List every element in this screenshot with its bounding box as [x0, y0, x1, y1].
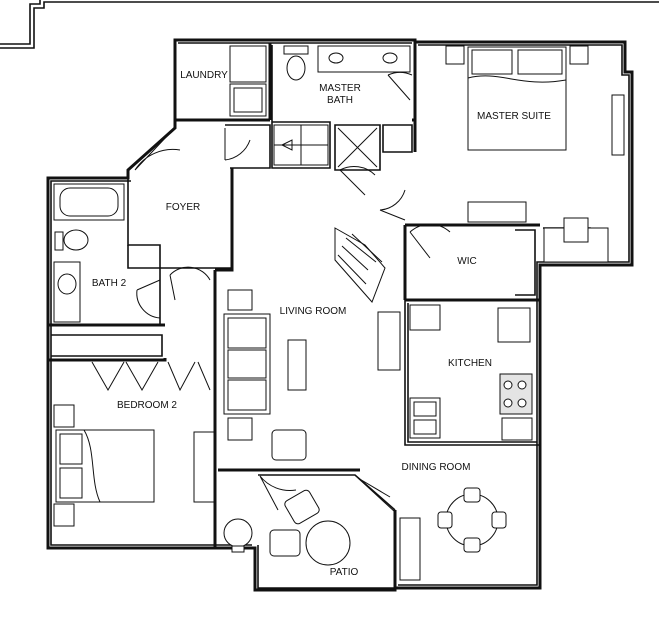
bedroom-2-fixtures — [53, 404, 215, 527]
master-suite-fixtures — [445, 45, 625, 263]
laundry-label: LAUNDRY — [180, 70, 228, 81]
laundry-fixtures — [229, 45, 267, 117]
master-bath-fixtures — [273, 45, 411, 166]
bedroom-2-label: BEDROOM 2 — [117, 400, 177, 411]
master-suite-label: MASTER SUITE — [477, 111, 551, 122]
master-bath-label-line1: MASTER — [319, 83, 361, 94]
foyer-label: FOYER — [166, 202, 200, 213]
interior-walls — [48, 40, 591, 590]
living-room-label: LIVING ROOM — [280, 306, 347, 317]
kitchen-fixtures — [409, 304, 533, 441]
frame-fragment — [0, 0, 659, 49]
living-room-fixtures — [223, 227, 401, 461]
room-labels: LAUNDRY MASTER BATH MASTER SUITE FOYER B… — [92, 70, 551, 578]
patio-label: PATIO — [330, 567, 359, 578]
dining-room-fixtures — [399, 487, 507, 581]
master-bath-label-line2: BATH — [327, 95, 353, 106]
bath-2-label: BATH 2 — [92, 278, 127, 289]
kitchen-label: KITCHEN — [448, 358, 492, 369]
patio-fixtures — [223, 489, 351, 566]
wic-label: WIC — [457, 256, 476, 267]
dining-room-label: DINING ROOM — [402, 462, 471, 473]
bath-2-fixtures — [53, 183, 125, 323]
